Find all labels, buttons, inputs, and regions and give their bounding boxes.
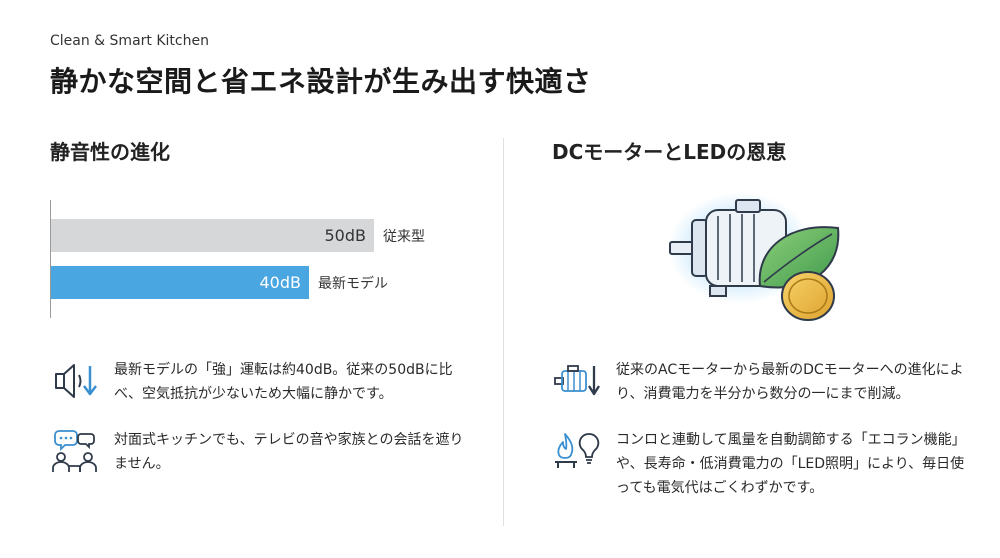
flame-lightbulb-icon	[555, 433, 600, 468]
feature-text: 従来のACモーターから最新のDCモーターへの進化により、消費電力を半分から数分の…	[616, 362, 964, 402]
page-title: 静かな空間と省エネ設計が生み出す快適さ	[50, 65, 592, 98]
bar-value-latest-model: 40dB	[259, 273, 302, 292]
bar-label-latest-model: 最新モデル	[318, 276, 388, 292]
noise-bar-chart: 50dB 従来型 40dB 最新モデル	[50, 200, 450, 318]
bar-label-conventional: 従来型	[383, 229, 425, 245]
feature-text: 対面式キッチンでも、テレビの音や家族との会話を遮りません。	[114, 432, 464, 472]
section-title-dc-motor-led: DCモーターとLEDの恩恵	[552, 140, 787, 164]
eyebrow-text: Clean & Smart Kitchen	[50, 33, 209, 49]
column-divider	[503, 138, 504, 526]
motor-power-down-icon	[554, 365, 600, 396]
bar-conventional: 50dB	[51, 219, 374, 252]
speaker-volume-down-icon	[55, 364, 97, 398]
motor-leaf-coin-icon	[668, 192, 840, 321]
feature-text: 最新モデルの「強」運転は約40dB。従来の50dBに比べ、空気抵抗が少ないため大…	[114, 362, 453, 402]
chart-axis	[50, 200, 51, 318]
feature-dc-motor: 従来のACモーターから最新のDCモーターへの進化により、消費電力を半分から数分の…	[552, 358, 972, 406]
section-title-quietness: 静音性の進化	[50, 140, 170, 164]
feature-conversation: 対面式キッチンでも、テレビの音や家族との会話を遮りません。	[50, 428, 470, 476]
feature-eco-run-led: コンロと連動して風量を自動調節する「エコラン機能」や、長寿命・低消費電力の「LE…	[552, 428, 972, 500]
bar-latest-model: 40dB	[51, 266, 309, 299]
people-conversation-icon	[52, 430, 97, 472]
feature-text: コンロと連動して風量を自動調節する「エコラン機能」や、長寿命・低消費電力の「LE…	[616, 432, 966, 496]
feature-quiet-40db: 最新モデルの「強」運転は約40dB。従来の50dBに比べ、空気抵抗が少ないため大…	[50, 358, 470, 406]
bar-value-conventional: 50dB	[324, 226, 367, 245]
